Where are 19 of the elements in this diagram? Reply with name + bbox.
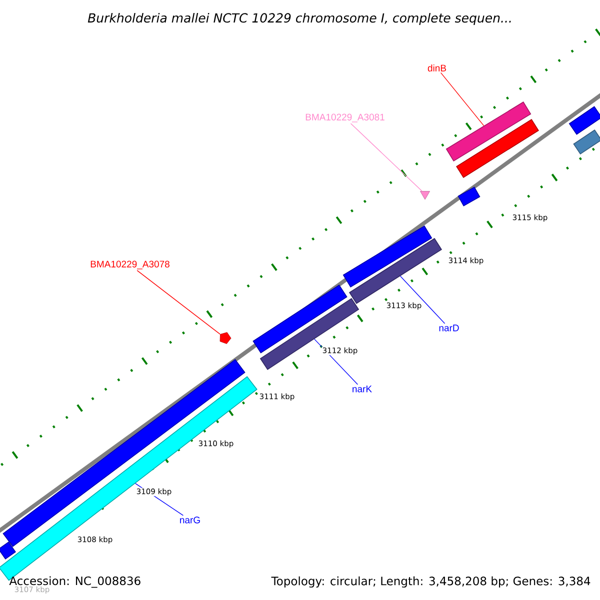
gene-label: dinB (428, 64, 446, 72)
gene-bar (458, 186, 480, 206)
gene-triangle (420, 191, 430, 200)
gene-bar (568, 106, 600, 135)
gene-label: narK (352, 386, 372, 392)
map-title: Burkholderia mallei NCTC 10229 chromosome I, complete sequen... (88, 12, 511, 26)
gene-bar (2, 359, 246, 547)
gene-marker (220, 332, 232, 344)
leader-line (136, 270, 220, 335)
leader-line (350, 123, 422, 192)
summary-text: Topology: circular; Length: 3,458,208 bp; Genes: 3,384 (271, 576, 590, 588)
gene-label: BMA10229_A3078 (90, 260, 170, 270)
gene-label: BMA10229_A3081 (306, 114, 384, 122)
leader-line (400, 276, 446, 324)
gene-bar (0, 542, 16, 560)
leader-line (440, 72, 484, 126)
gene-label: narG (180, 516, 200, 524)
accession-text: Accession: NC_008836 (9, 576, 140, 588)
gene-label: narD (439, 324, 459, 332)
